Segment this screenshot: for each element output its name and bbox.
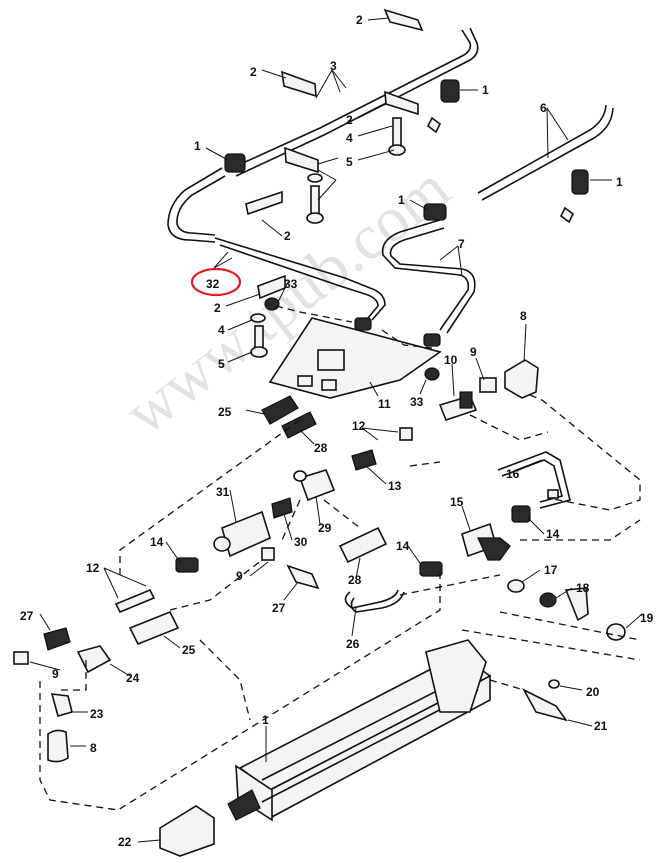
connector-part (297, 317, 441, 391)
callout-15: 15 (450, 495, 464, 509)
valve-elbow (438, 359, 539, 421)
valve-body-right (461, 451, 571, 561)
callout-12: 12 (86, 561, 100, 575)
callout-28: 28 (314, 441, 328, 455)
callout-2: 2 (346, 113, 353, 127)
callout-27: 27 (272, 601, 286, 615)
callout-18: 18 (576, 581, 590, 595)
callout-9: 9 (236, 569, 243, 583)
callout-13: 13 (388, 479, 402, 493)
callout-14: 14 (150, 535, 164, 549)
hydraulic-cylinder (159, 639, 568, 857)
callout-23: 23 (90, 707, 104, 721)
washer-part (507, 579, 626, 641)
fitting-part (224, 79, 589, 224)
callout-24: 24 (126, 671, 140, 685)
fitting-cluster-left (13, 588, 180, 763)
dashed-hydraulic-lines (39, 305, 641, 811)
callout-3: 3 (330, 59, 337, 73)
block-part (213, 469, 336, 558)
callout-25: 25 (218, 405, 232, 419)
callout-2: 2 (250, 65, 257, 79)
leader-lines (29, 17, 643, 843)
callout-7: 7 (458, 237, 465, 251)
callout-25: 25 (182, 643, 196, 657)
callout-labels: 2 2 3 1 2 4 1 5 6 1 1 2 7 32 33 2 8 4 9 … (20, 13, 654, 849)
callout-32: 32 (206, 277, 220, 291)
bolt-part (250, 117, 406, 358)
callout-1: 1 (262, 713, 269, 727)
callout-2: 2 (284, 229, 291, 243)
callout-31: 31 (216, 485, 230, 499)
callout-20: 20 (586, 685, 600, 699)
callout-14: 14 (396, 539, 410, 553)
callout-19: 19 (640, 611, 654, 625)
callout-8: 8 (90, 741, 97, 755)
callout-2: 2 (214, 301, 221, 315)
callout-22: 22 (118, 835, 132, 849)
callout-1: 1 (398, 193, 405, 207)
callout-6: 6 (540, 101, 547, 115)
callout-17: 17 (544, 563, 558, 577)
callout-1: 1 (194, 139, 201, 153)
callout-33: 33 (410, 395, 424, 409)
callout-14: 14 (546, 527, 560, 541)
callout-9: 9 (52, 667, 59, 681)
tube-assembly-top (167, 27, 614, 334)
callout-12: 12 (352, 419, 366, 433)
callout-26: 26 (346, 637, 360, 651)
callout-28: 28 (348, 573, 362, 587)
callout-5: 5 (346, 155, 353, 169)
callout-9: 9 (470, 345, 477, 359)
callout-29: 29 (318, 521, 332, 535)
callout-33: 33 (284, 277, 298, 291)
callout-8: 8 (520, 309, 527, 323)
fitting-cluster-lower (175, 526, 443, 613)
callout-5: 5 (218, 357, 225, 371)
callout-21: 21 (594, 719, 608, 733)
fitting-cluster-middle (261, 395, 413, 471)
callout-4: 4 (346, 131, 353, 145)
highlight-circle (190, 267, 242, 297)
callout-30: 30 (294, 535, 308, 549)
callout-1: 1 (616, 175, 623, 189)
callout-16: 16 (506, 467, 520, 481)
callout-11: 11 (378, 397, 391, 411)
callout-27: 27 (20, 609, 34, 623)
callout-10: 10 (444, 353, 458, 367)
callout-1: 1 (482, 83, 489, 97)
callout-4: 4 (218, 323, 225, 337)
callout-2: 2 (356, 13, 363, 27)
